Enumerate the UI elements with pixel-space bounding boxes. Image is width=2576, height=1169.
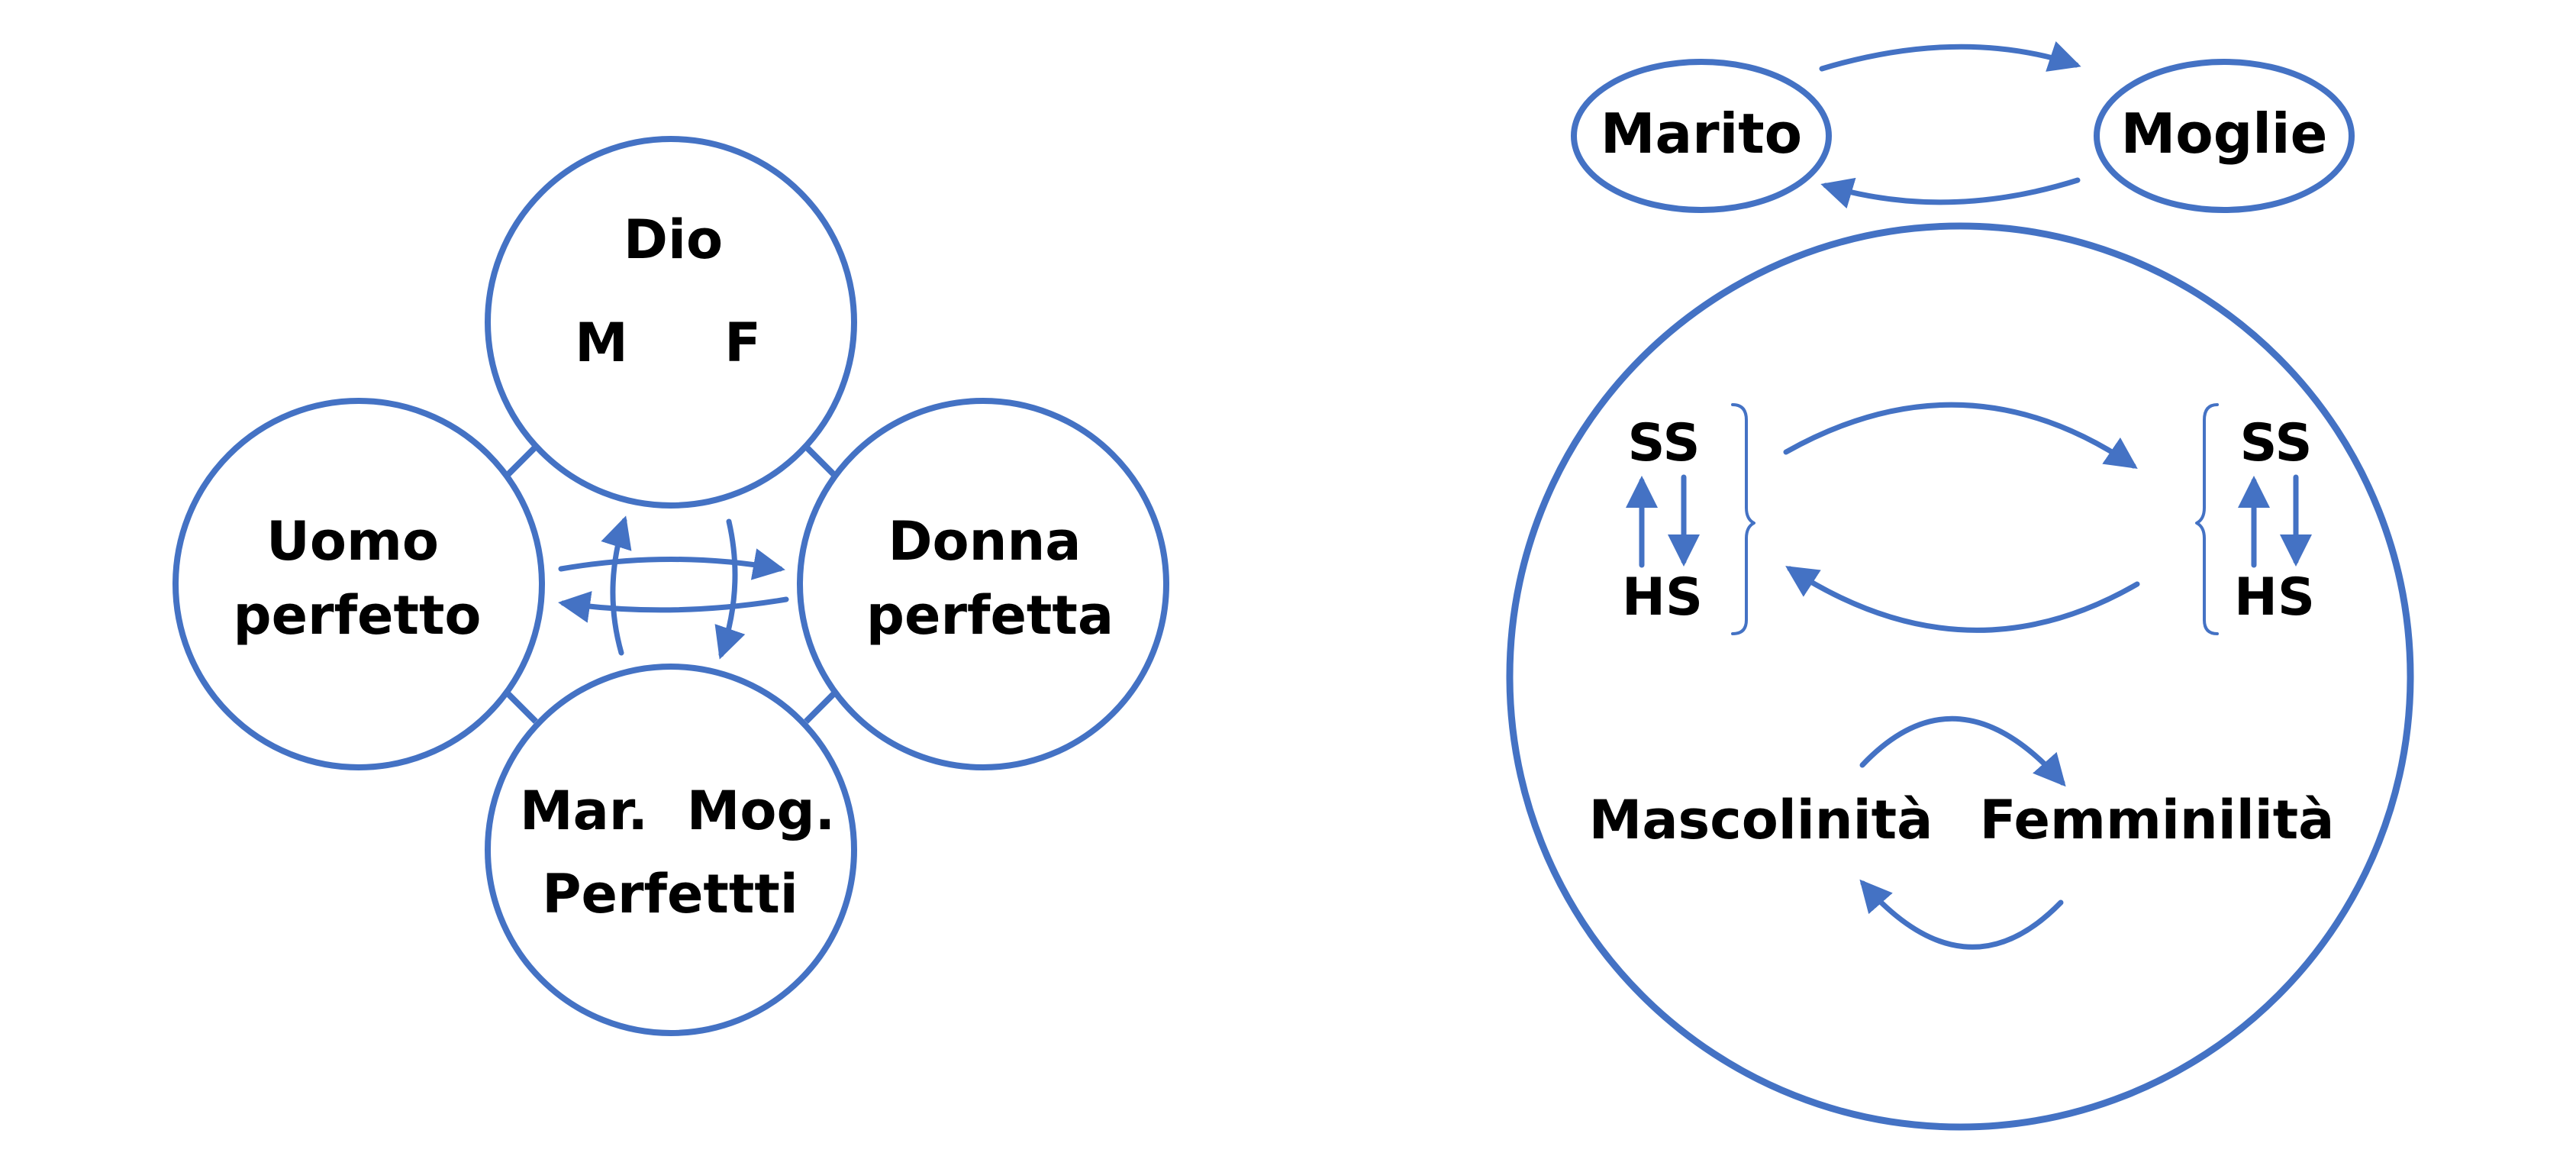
arrow-cycle-bottom xyxy=(1859,879,2064,950)
label-uomo: Uomo xyxy=(266,510,439,573)
arrow-center-up xyxy=(601,515,632,656)
arrow-cycle-top xyxy=(1859,715,2066,787)
label-dio: Dio xyxy=(624,208,723,271)
left-diagram: Dio M F Uomo perfetto Donna perfetta Mar… xyxy=(172,136,1169,1036)
arrow-arc-left-to-right xyxy=(1783,402,2138,469)
connector-bottom-left xyxy=(505,690,538,724)
label-mascolinita: Mascolinità xyxy=(1589,789,1933,851)
connector-top-left xyxy=(505,444,538,478)
label-hs-right: HS xyxy=(2234,567,2315,628)
label-perfettti: Perfettti xyxy=(542,863,798,925)
label-ss-left: SS xyxy=(1628,413,1701,473)
arrow-center-down xyxy=(714,518,746,660)
ellipse-marito xyxy=(1571,59,1832,213)
label-ss-right: SS xyxy=(2240,413,2313,473)
connector-top-right xyxy=(804,444,837,478)
ellipse-moglie xyxy=(2094,59,2355,213)
circle-mar-mog xyxy=(485,664,857,1036)
brace-right xyxy=(2195,403,2219,635)
label-donna: Donna xyxy=(888,510,1081,573)
label-femminilita: Femminilità xyxy=(1980,789,2335,851)
connector-bottom-right xyxy=(804,690,837,724)
label-moglie: Moglie xyxy=(2121,102,2328,166)
circle-dio xyxy=(485,136,857,509)
label-mog: Mog. xyxy=(687,780,835,842)
label-marito: Marito xyxy=(1601,102,1802,166)
brace-left xyxy=(1731,403,1755,635)
label-perfetto: perfetto xyxy=(233,584,481,647)
label-m: M xyxy=(575,312,628,374)
arrow-marito-to-moglie xyxy=(1819,41,2081,72)
arrow-moglie-to-marito xyxy=(1820,177,2081,209)
label-f: F xyxy=(724,312,761,374)
circle-uomo-perfetto xyxy=(172,398,545,770)
circle-couple xyxy=(1506,222,2414,1131)
arrow-center-right xyxy=(558,548,785,580)
circle-donna-perfetta xyxy=(797,398,1169,770)
label-hs-left: HS xyxy=(1622,567,1703,628)
right-diagram: Marito Moglie SS HS SS HS Mascolinità Fe… xyxy=(1506,41,2414,1131)
label-mar: Mar. xyxy=(520,780,648,842)
arrow-arc-right-to-left xyxy=(1785,566,2140,633)
arrow-center-left xyxy=(558,591,789,623)
label-perfetta: perfetta xyxy=(866,584,1114,647)
